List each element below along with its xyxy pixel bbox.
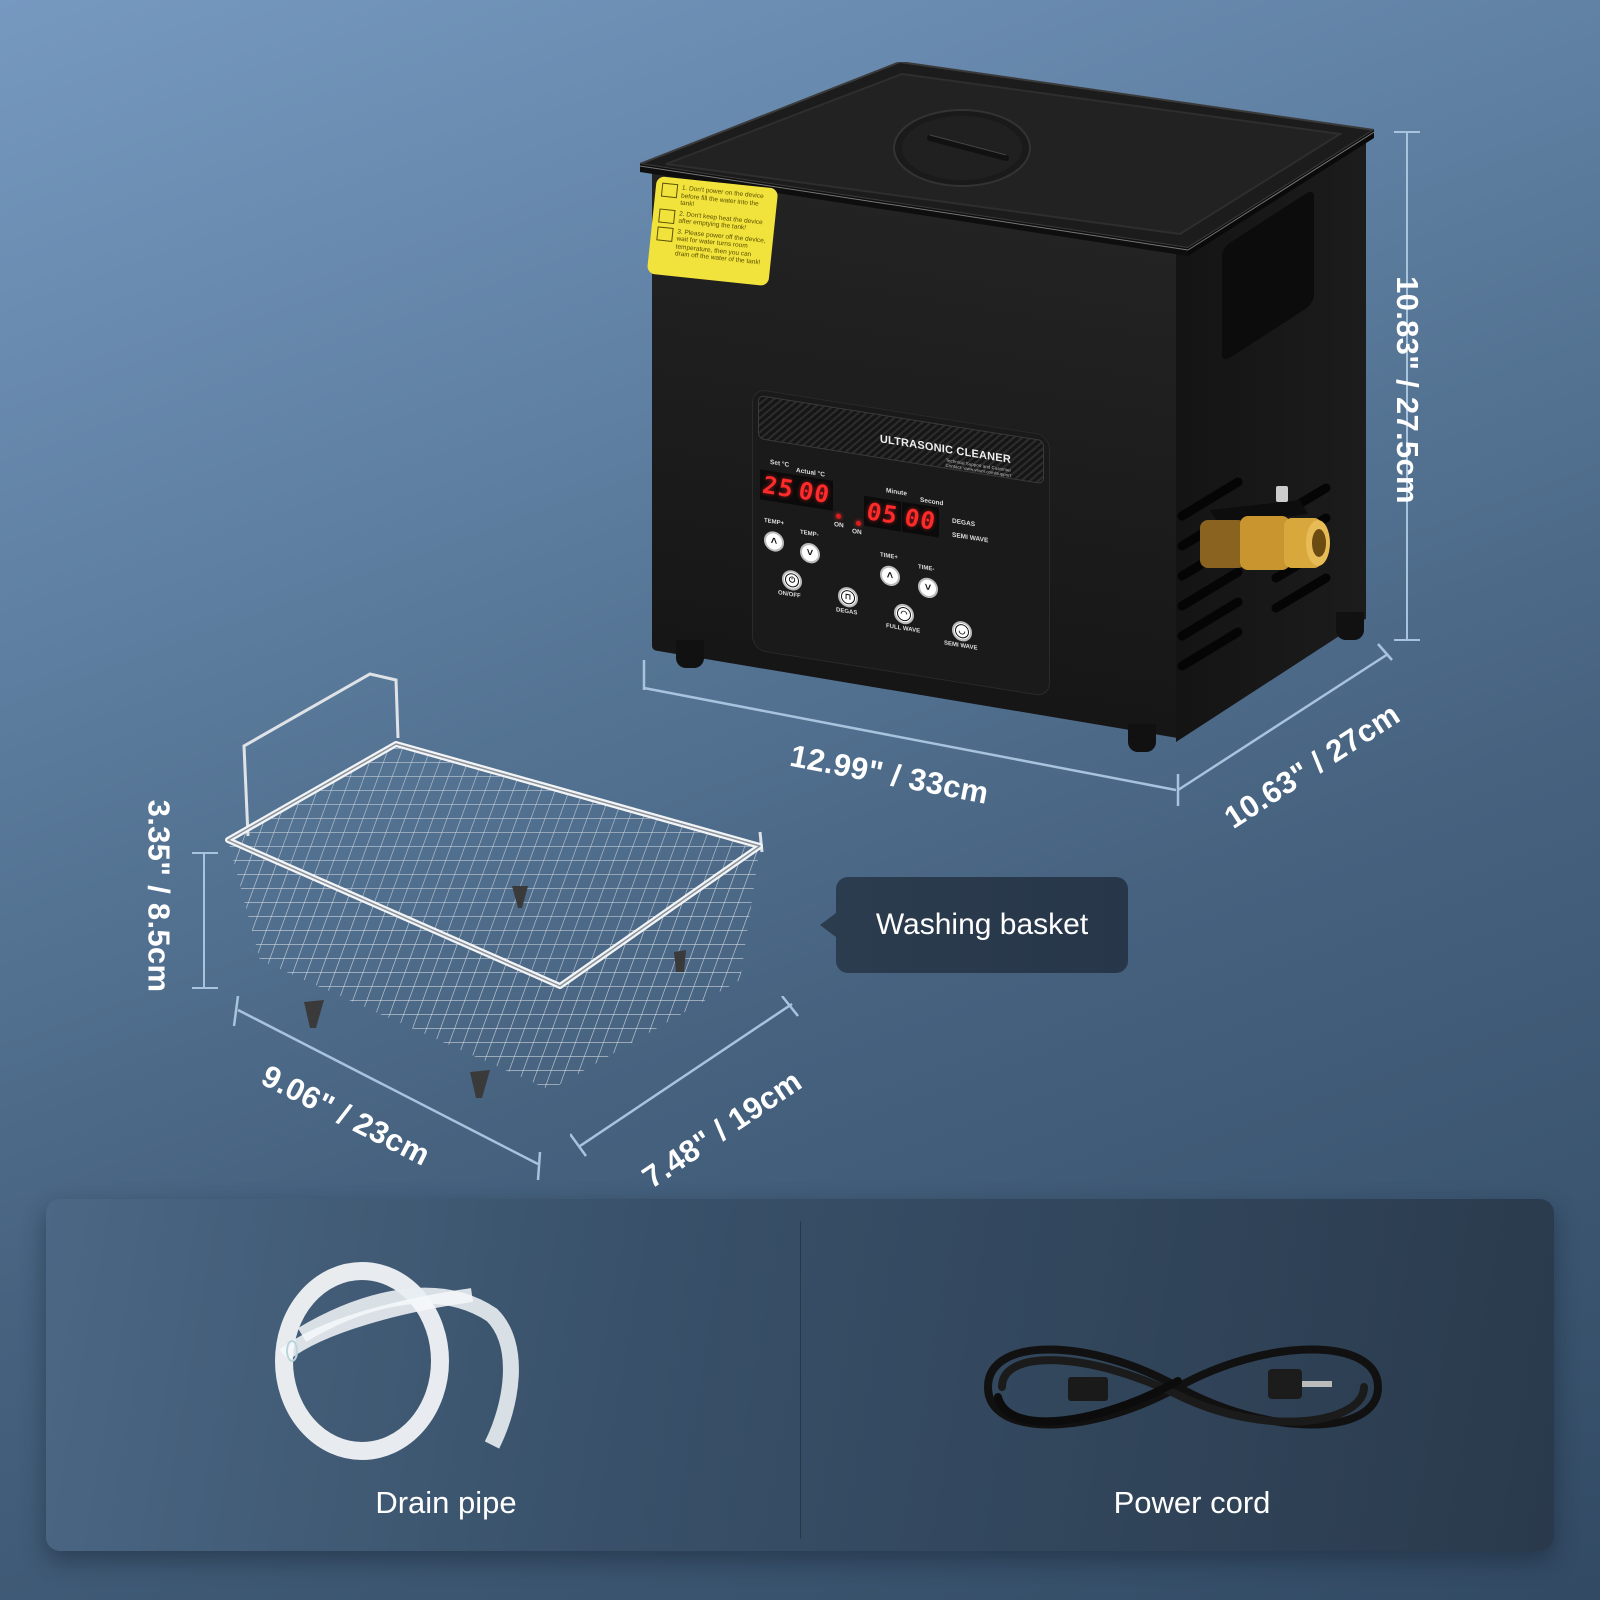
tank-height-dimension: 10.83" / 27.5cm: [1389, 276, 1425, 504]
chevron-down-icon: ˅: [924, 580, 932, 594]
time-plus-button[interactable]: ˄: [880, 564, 900, 588]
degas-label: DEGAS: [836, 607, 858, 617]
temp-on-led: [836, 513, 841, 520]
drain-pipe-label: Drain pipe: [375, 1485, 517, 1520]
time-minus-button[interactable]: ˅: [918, 576, 938, 600]
degas-button[interactable]: ⊓: [838, 585, 858, 609]
tank-depth-line: [1176, 643, 1393, 806]
tank-height-line: [1406, 132, 1408, 640]
accessories-panel: Drain pipe Power cord: [46, 1199, 1554, 1551]
set-temp-display: 25: [760, 469, 797, 506]
second-display: 00: [902, 501, 939, 538]
tank-width-line: [642, 660, 1176, 792]
on-off-label: ON/OFF: [778, 590, 801, 600]
power-icon: ⏻: [785, 572, 799, 589]
minute-label: Minute: [886, 487, 907, 498]
drain-valve: [1200, 486, 1330, 570]
tank-foot: [1336, 612, 1364, 640]
chevron-up-icon: ˄: [770, 534, 778, 548]
callout-label: Washing basket: [875, 908, 1089, 941]
temp-plus-button[interactable]: ˄: [764, 529, 784, 554]
basket-width-line: [570, 996, 799, 1157]
semi-wave-button[interactable]: ◡: [952, 619, 972, 643]
full-wave-icon: ◠: [897, 605, 911, 623]
tank-lid: [636, 60, 1377, 262]
temp-plus-label: TEMP+: [764, 517, 785, 528]
warning-text-3: 3. Please power off the device, wait for…: [674, 227, 766, 267]
full-wave-button[interactable]: ◠: [894, 602, 914, 626]
basket-height-line: [203, 853, 205, 988]
time-on-led: [856, 520, 861, 527]
temp-minus-label: TEMP-: [800, 529, 819, 539]
full-wave-label: FULL WAVE: [886, 623, 921, 635]
basket-height-cap-bottom: [192, 987, 218, 989]
basket-height-cap-top: [192, 852, 218, 854]
tank-foot: [676, 640, 704, 668]
chevron-down-icon: ˅: [806, 546, 814, 560]
temp-minus-button[interactable]: ˅: [800, 541, 820, 565]
degas-icon: ⊓: [841, 589, 855, 606]
semi-wave-label: SEMI WAVE: [944, 640, 978, 652]
basket-height-dimension: 3.35" / 8.5cm: [141, 799, 177, 993]
accessories-divider: [800, 1221, 801, 1539]
on-off-button[interactable]: ⏻: [782, 568, 802, 592]
chevron-up-icon: ˄: [886, 568, 894, 582]
no-heat-icon: [658, 207, 676, 224]
minute-display: 05: [864, 495, 901, 532]
tank-foot: [1128, 724, 1156, 752]
semi-wave-icon: ◡: [955, 623, 969, 640]
washing-basket-image: [225, 672, 764, 1098]
warning-label: 1. Don't power on the device before fill…: [646, 176, 779, 287]
time-plus-label: TIME+: [880, 552, 898, 562]
semi-wave-indicator: SEMI WAVE: [952, 531, 989, 545]
time-minus-label: TIME-: [918, 564, 935, 573]
tank-height-cap-bottom: [1394, 639, 1420, 641]
temp-on-label: ON: [834, 520, 844, 530]
no-empty-tank-icon: [660, 182, 679, 199]
water-level-icon: [656, 225, 674, 242]
basket-length-line: [232, 996, 542, 1181]
time-on-label: ON: [852, 527, 862, 537]
set-temp-label: Set °C: [770, 458, 790, 469]
power-cord-icon: [983, 1345, 1383, 1429]
power-cord-label: Power cord: [1113, 1485, 1271, 1520]
degas-indicator: DEGAS: [952, 517, 976, 529]
tank-height-cap-top: [1394, 131, 1420, 133]
actual-temp-display: 00: [796, 474, 833, 511]
drain-pipe-icon: [275, 1262, 519, 1460]
washing-basket-callout: Washing basket: [820, 877, 1128, 973]
